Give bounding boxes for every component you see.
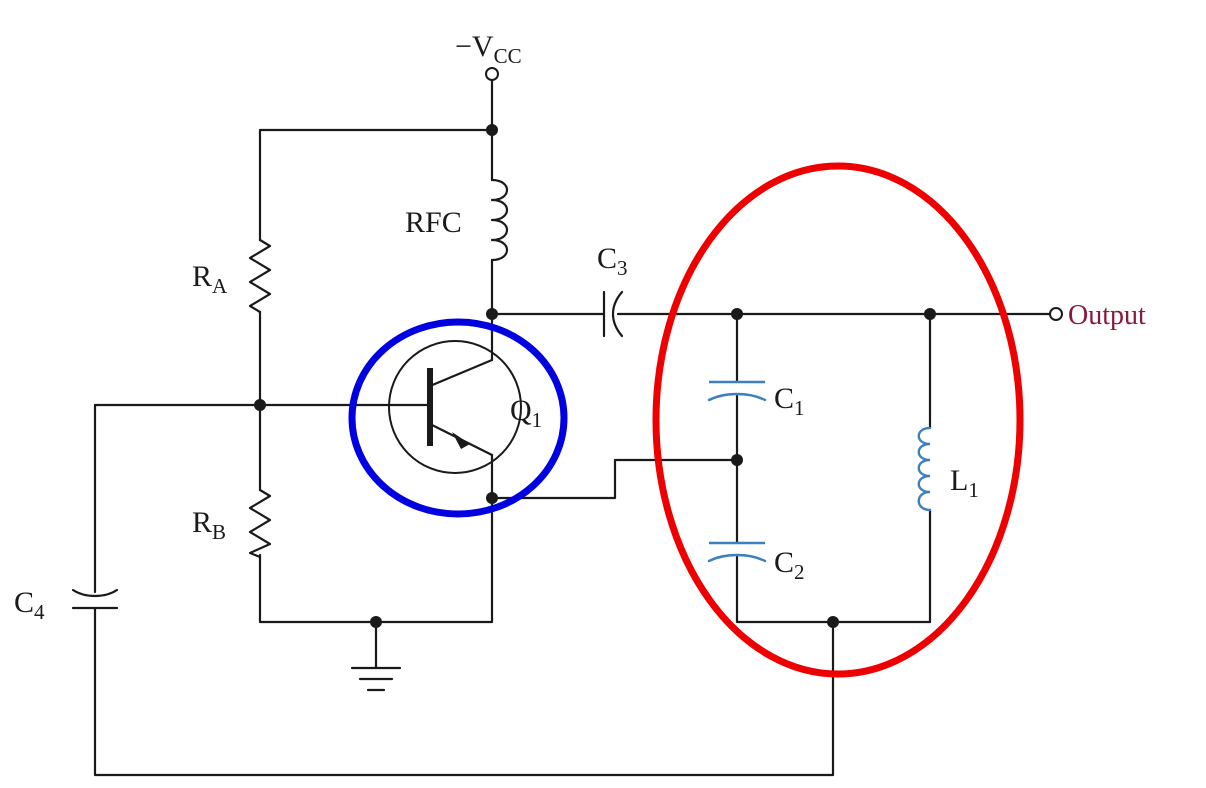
c4-label: C4 bbox=[14, 586, 45, 624]
l1-inductor bbox=[917, 426, 932, 512]
junction-dot bbox=[486, 124, 498, 136]
junction-dot bbox=[254, 399, 266, 411]
junction-dot bbox=[924, 308, 936, 320]
ra-resistor bbox=[248, 238, 272, 314]
transistor-q1 bbox=[388, 340, 522, 474]
wire-emitter-junction bbox=[490, 458, 739, 500]
c1-label: C1 bbox=[774, 382, 805, 420]
wire-c2-bottom bbox=[735, 555, 932, 624]
c2-label: C2 bbox=[774, 546, 805, 584]
ground-icon bbox=[350, 666, 402, 692]
c3-label: C3 bbox=[597, 242, 628, 280]
c4-capacitor bbox=[71, 588, 119, 610]
wire-c4-bottom bbox=[93, 606, 835, 777]
emitter-arrow-icon bbox=[452, 432, 470, 449]
c1-capacitor bbox=[707, 380, 767, 402]
junction-dot bbox=[486, 492, 498, 504]
rb-label: RB bbox=[192, 506, 226, 544]
q1-label: Q1 bbox=[510, 394, 542, 432]
output-terminal bbox=[1049, 307, 1063, 321]
rfc-inductor bbox=[490, 178, 509, 262]
junction-dot bbox=[731, 308, 743, 320]
vcc-terminal bbox=[485, 67, 499, 81]
junction-dot bbox=[486, 308, 498, 320]
ra-label: RA bbox=[192, 260, 228, 298]
junction-dot bbox=[827, 616, 839, 628]
wire-top-rail bbox=[258, 128, 494, 242]
rfc-label: RFC bbox=[405, 206, 462, 239]
junction-dot bbox=[370, 616, 382, 628]
junction-dot bbox=[731, 454, 743, 466]
output-label: Output bbox=[1068, 300, 1146, 331]
l1-label: L1 bbox=[950, 464, 979, 502]
tank-circuit-highlight-ellipse bbox=[652, 162, 1024, 678]
c2-capacitor bbox=[707, 541, 767, 563]
rb-resistor bbox=[248, 488, 272, 559]
junction-dots bbox=[254, 124, 936, 628]
transistor-highlight-ellipse bbox=[348, 318, 568, 518]
c3-capacitor bbox=[602, 290, 624, 338]
vcc-label: −VCC bbox=[455, 30, 522, 68]
